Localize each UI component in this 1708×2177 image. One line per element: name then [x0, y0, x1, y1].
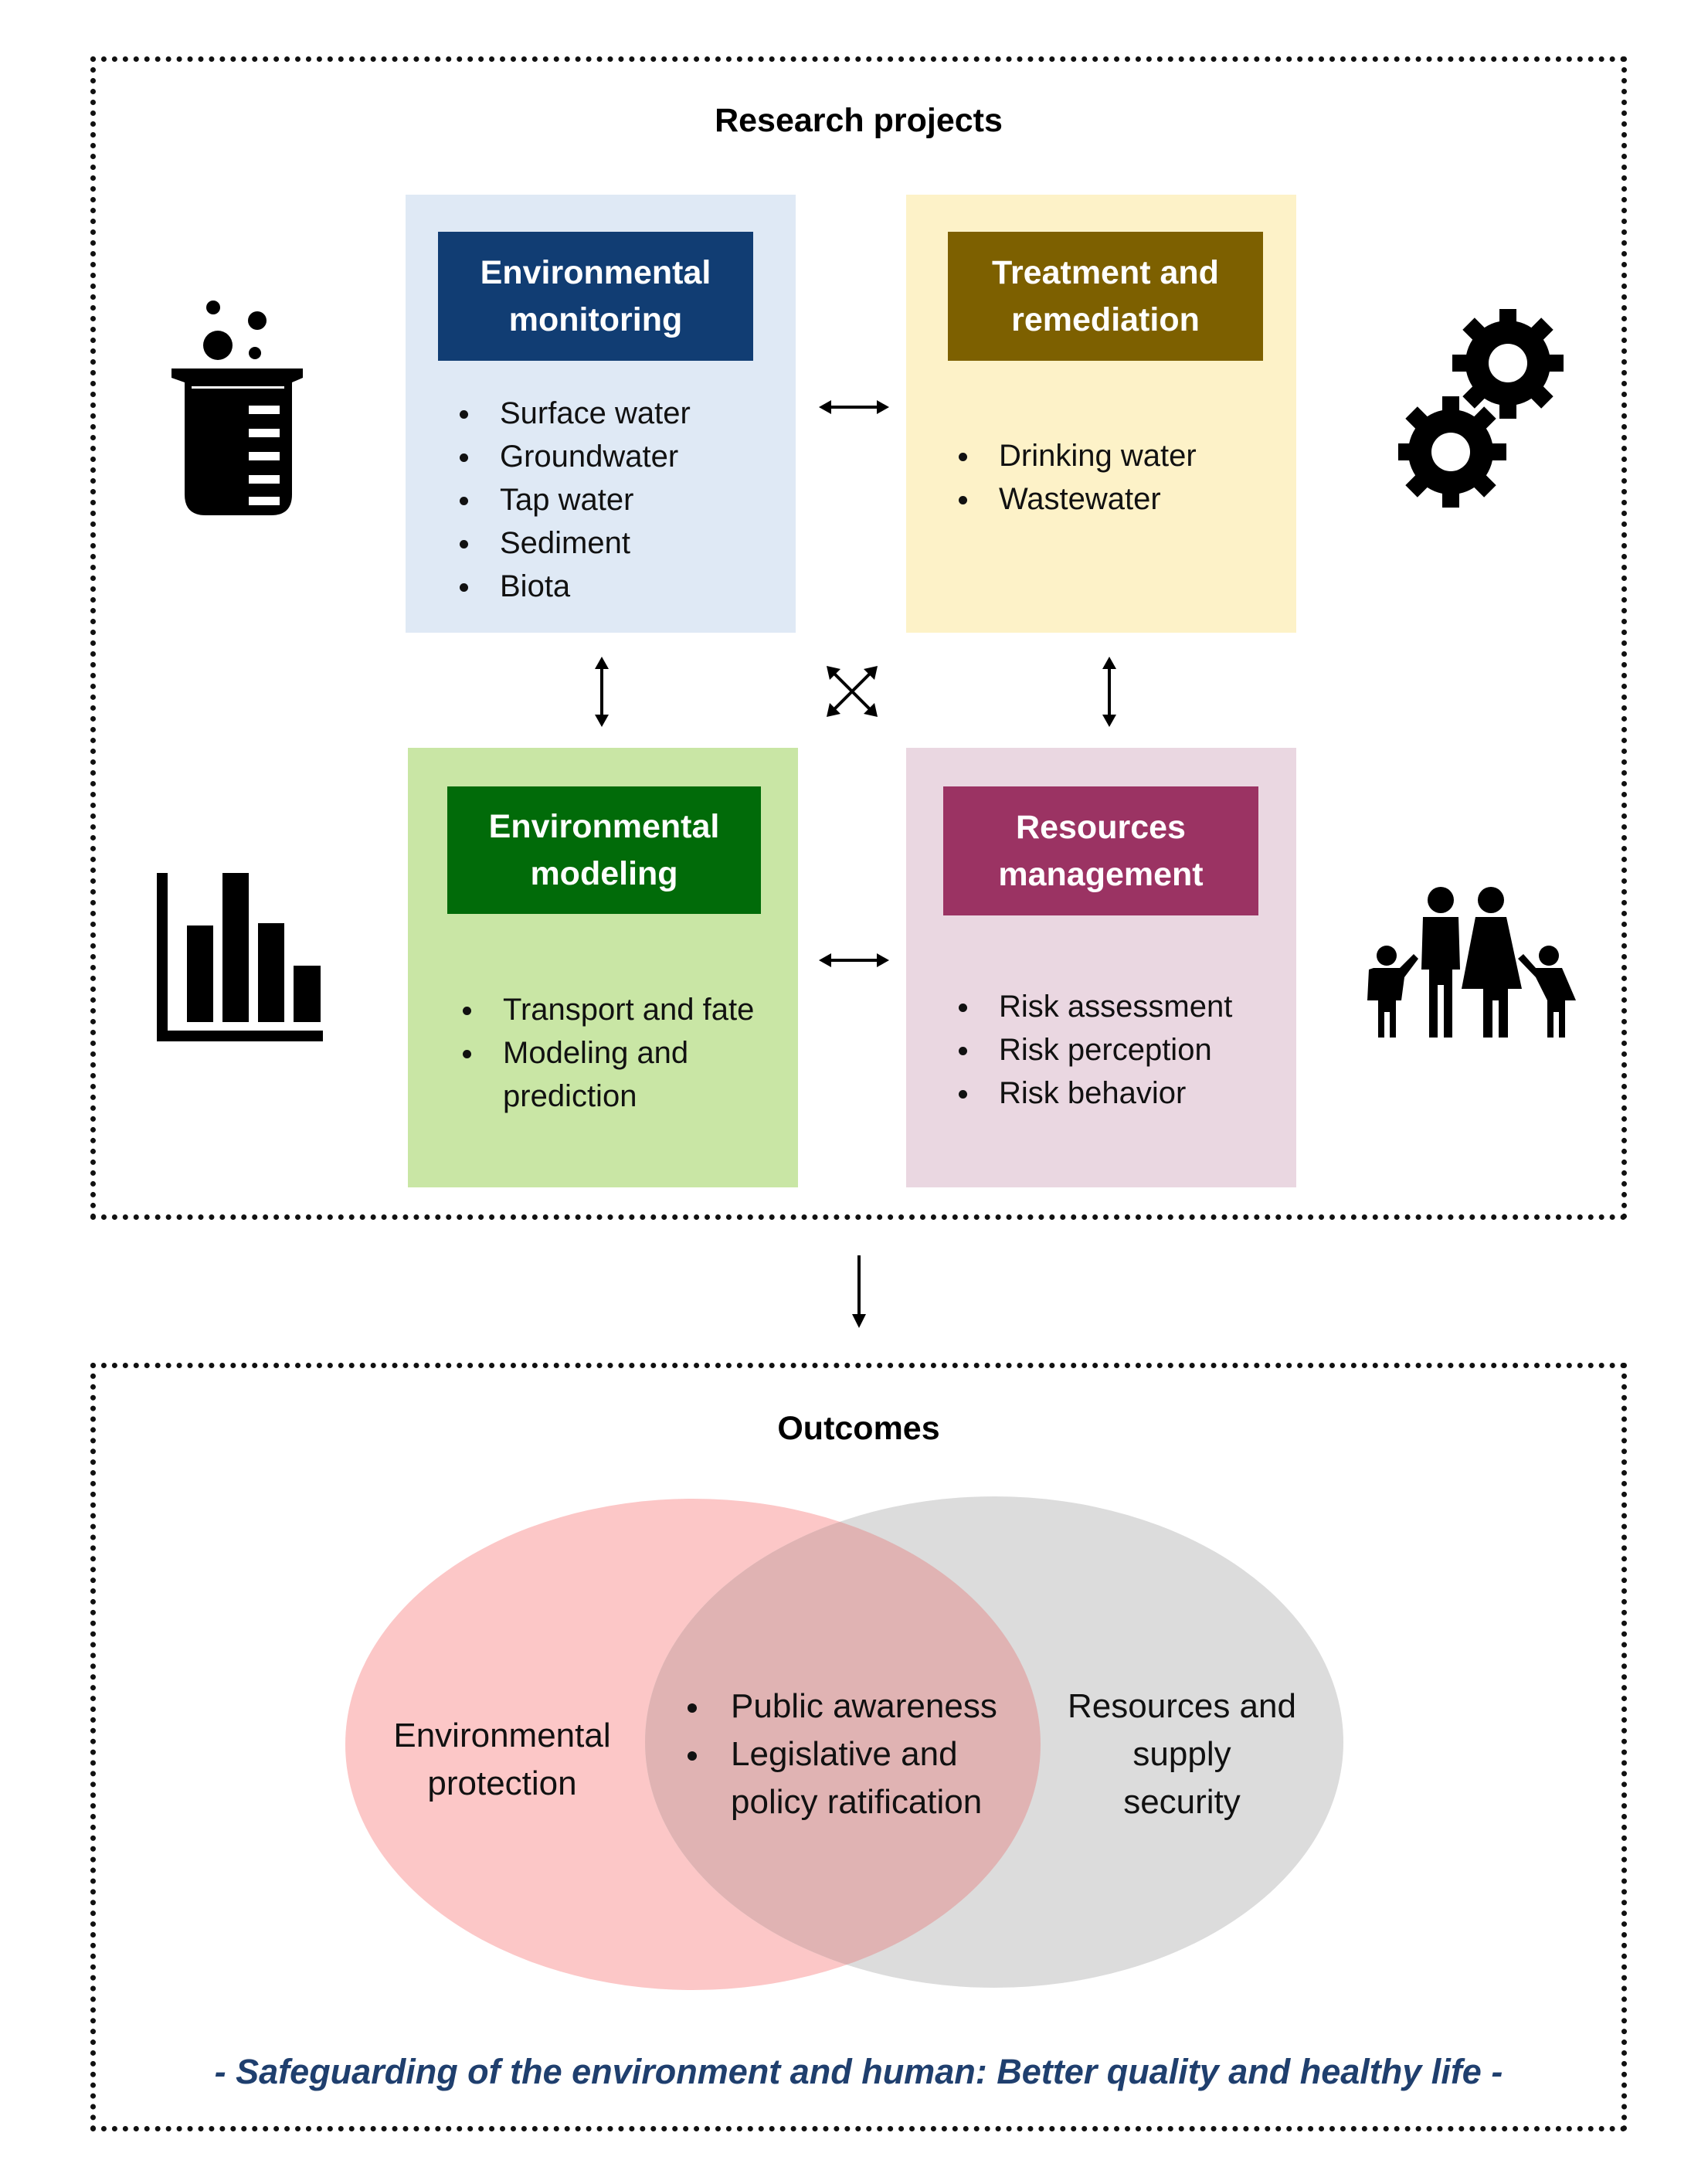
- list-item: Surface water: [457, 392, 691, 435]
- label-line: Resources and: [1068, 1687, 1296, 1725]
- treatment-remediation-header: Treatment and remediation: [948, 232, 1263, 361]
- family-icon: [1367, 887, 1576, 1038]
- label-line: Environmental: [393, 1717, 611, 1754]
- treatment-remediation-panel: Treatment and remediation Drinking water…: [906, 195, 1296, 633]
- treatment-list: Drinking water Wastewater: [956, 434, 1197, 521]
- list-item: Modeling and: [460, 1031, 754, 1075]
- gears-icon: [1398, 309, 1564, 508]
- outcomes-center-list: Public awareness Legislative and policy …: [686, 1683, 997, 1826]
- resources-list: Risk assessment Risk perception Risk beh…: [956, 985, 1232, 1115]
- modeling-list: Transport and fate Modeling and predicti…: [460, 988, 754, 1118]
- environmental-protection-label: Environmental protection: [371, 1712, 633, 1808]
- list-item: Risk assessment: [956, 985, 1232, 1028]
- double-arrow-horizontal-bottom: [819, 953, 889, 967]
- environmental-modeling-panel: Environmental modeling Transport and fat…: [408, 748, 798, 1187]
- label-line: protection: [427, 1764, 577, 1802]
- list-item: Tap water: [457, 478, 691, 521]
- environmental-monitoring-header: Environmental monitoring: [438, 232, 753, 361]
- resources-management-header: Resources management: [943, 786, 1258, 915]
- header-line: Environmental: [488, 808, 720, 846]
- header-line: monitoring: [508, 301, 683, 338]
- header-line: management: [998, 855, 1204, 893]
- header-line: modeling: [530, 854, 678, 892]
- list-item: Sediment: [457, 521, 691, 565]
- research-projects-frame: Research projects: [90, 56, 1627, 1220]
- label-line: supply: [1132, 1735, 1231, 1773]
- research-projects-title: Research projects: [715, 102, 1003, 139]
- list-item: Risk perception: [956, 1028, 1232, 1072]
- double-arrow-vertical-left: [595, 657, 609, 727]
- outcomes-title: Outcomes: [777, 1410, 940, 1447]
- monitoring-list: Surface water Groundwater Tap water Sedi…: [457, 392, 691, 608]
- header-line: Resources: [1016, 809, 1186, 847]
- environmental-monitoring-panel: Environmental monitoring Surface water G…: [406, 195, 796, 633]
- list-item: Groundwater: [457, 435, 691, 478]
- double-arrow-horizontal-top: [819, 400, 889, 414]
- down-arrow: [852, 1255, 866, 1328]
- outcomes-frame: Outcomes - Safeguarding of the environme…: [90, 1363, 1627, 2131]
- list-item: Public awareness: [686, 1683, 997, 1730]
- bar-chart-icon: [157, 873, 323, 1041]
- list-item: Drinking water: [956, 434, 1197, 477]
- beaker-icon: [171, 301, 303, 515]
- venn-overlap: [645, 1499, 1041, 1988]
- environmental-modeling-header: Environmental modeling: [447, 786, 761, 914]
- double-arrow-vertical-right: [1102, 657, 1116, 727]
- header-line: remediation: [1011, 301, 1200, 338]
- list-item: Biota: [457, 565, 691, 608]
- list-item-continuation: policy ratification: [731, 1783, 983, 1821]
- list-item: Legislative and: [686, 1730, 997, 1778]
- resources-supply-label: Resources and supply security: [1051, 1683, 1313, 1826]
- list-item-continuation: prediction: [503, 1079, 637, 1113]
- header-line: Environmental: [480, 254, 711, 292]
- header-line: Treatment and: [992, 254, 1219, 292]
- list-item: Risk behavior: [956, 1072, 1232, 1115]
- cross-arrows: [827, 666, 878, 717]
- label-line: security: [1123, 1783, 1241, 1821]
- resources-management-panel: Resources management Risk assessment Ris…: [906, 748, 1296, 1187]
- list-item: Transport and fate: [460, 988, 754, 1031]
- list-item: Wastewater: [956, 477, 1197, 521]
- tagline: - Safeguarding of the environment and hu…: [214, 2052, 1503, 2091]
